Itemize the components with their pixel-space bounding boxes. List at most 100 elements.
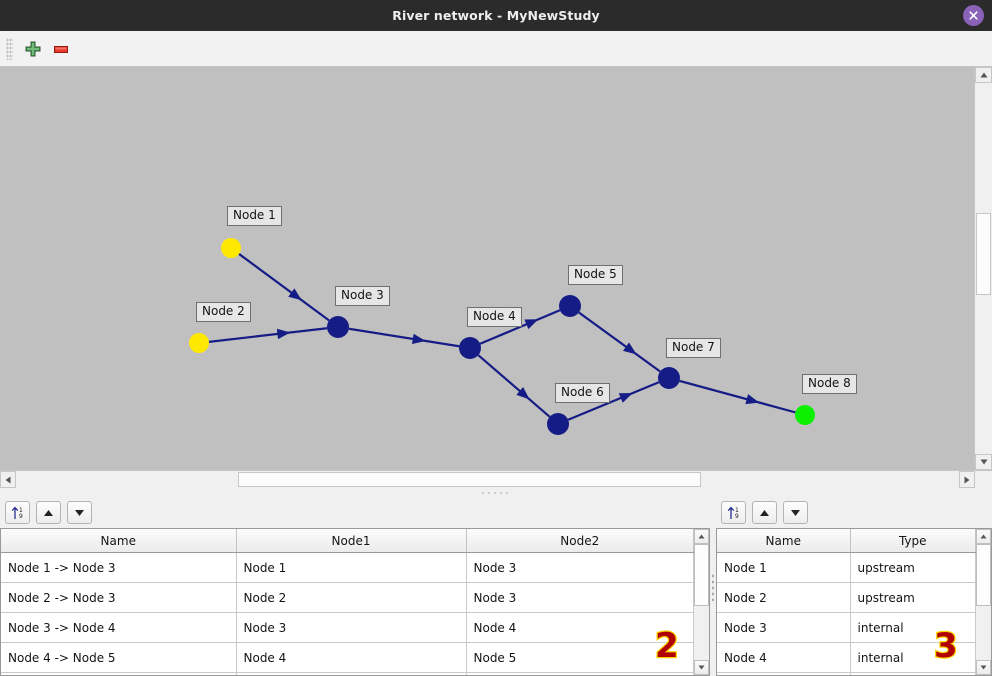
reaches-column-header-node1[interactable]: Node1 — [236, 529, 467, 553]
river-network-diagram[interactable]: Node 1 Node 2 Node 3 Node 4 Node 5 Node 6 Node… — [0, 67, 974, 470]
nodes-move-down-button[interactable] — [783, 501, 808, 524]
nodes-cell-type[interactable]: upstream — [850, 552, 976, 583]
reaches-cell-name[interactable]: Node 3 -> Node 4 — [1, 612, 237, 643]
graph-node-label-n7[interactable]: Node 7 — [666, 338, 721, 358]
remove-node-button[interactable] — [47, 36, 75, 62]
graph-node-n1[interactable] — [221, 238, 241, 258]
graph-node-n2[interactable] — [189, 333, 209, 353]
edge-n7-n8[interactable] — [679, 379, 796, 414]
graph-node-n3[interactable] — [327, 316, 349, 338]
reaches-cell-name[interactable]: Node 2 -> Node 3 — [1, 582, 237, 613]
reaches-vscroll-track[interactable] — [694, 544, 709, 660]
nodes-table-vscrollbar[interactable] — [976, 529, 992, 676]
graph-node-n5[interactable] — [559, 295, 581, 317]
graph-node-label-n1[interactable]: Node 1 — [227, 206, 282, 226]
graph-node-label-n3[interactable]: Node 3 — [335, 286, 390, 306]
reaches-cell-node2[interactable]: Node 3 — [466, 552, 694, 583]
nodes-scroll-up-button[interactable] — [976, 529, 991, 544]
toolbar-grip[interactable] — [6, 37, 13, 60]
edge-n5-n7[interactable] — [578, 311, 661, 373]
nodes-move-up-button[interactable] — [752, 501, 777, 524]
graph-node-n8[interactable] — [795, 405, 815, 425]
reaches-cell-node2[interactable]: Node 5 — [466, 642, 694, 673]
nodes-cell-type[interactable]: upstream — [850, 582, 976, 613]
scroll-up-button[interactable] — [975, 67, 992, 83]
canvas-horizontal-scrollbar[interactable] — [0, 470, 992, 488]
canvas-vscroll-thumb[interactable] — [976, 213, 991, 295]
canvas-hscroll-track[interactable] — [16, 471, 959, 488]
nodes-sort-button[interactable]: 1 9 — [721, 501, 746, 524]
reaches-table-row-empty[interactable] — [1, 672, 694, 675]
nodes-vscroll-thumb[interactable] — [976, 544, 991, 606]
nodes-cell-type[interactable]: internal — [850, 612, 976, 643]
reaches-move-down-button[interactable] — [67, 501, 92, 524]
canvas-vertical-scrollbar[interactable] — [974, 67, 992, 470]
reaches-scroll-up-button[interactable] — [694, 529, 709, 544]
graph-node-label-n8[interactable]: Node 8 — [802, 374, 857, 394]
scroll-down-button[interactable] — [975, 454, 992, 470]
reaches-cell-node1[interactable]: Node 4 — [236, 642, 467, 673]
nodes-cell-name[interactable]: Node 4 — [717, 642, 851, 673]
edge-n4-n5[interactable] — [479, 309, 561, 345]
edge-n4-n6[interactable] — [477, 354, 551, 418]
nodes-cell-name[interactable]: Node 3 — [717, 612, 851, 643]
nodes-cell-name[interactable]: Node 1 — [717, 552, 851, 583]
reaches-cell-node1[interactable]: Node 1 — [236, 552, 467, 583]
nodes-cell-name[interactable]: Node 2 — [717, 582, 851, 613]
reaches-cell-node2[interactable]: Node 3 — [466, 582, 694, 613]
nodes-column-header-type[interactable]: Type — [850, 529, 976, 553]
canvas-hscroll-thumb[interactable] — [238, 472, 701, 487]
close-icon[interactable] — [963, 5, 984, 26]
triangle-down-icon — [980, 665, 987, 670]
reaches-cell-node1[interactable]: Node 2 — [236, 582, 467, 613]
nodes-scroll-down-button[interactable] — [976, 660, 991, 675]
nodes-column-header-name[interactable]: Name — [717, 529, 851, 553]
graph-node-label-n5[interactable]: Node 5 — [568, 265, 623, 285]
graph-node-label-n2[interactable]: Node 2 — [196, 302, 251, 322]
reaches-cell-node2[interactable]: Node 4 — [466, 612, 694, 643]
reaches-column-header-node2[interactable]: Node2 — [466, 529, 694, 553]
reaches-cell-name[interactable]: Node 4 -> Node 5 — [1, 642, 237, 673]
horizontal-splitter[interactable] — [0, 488, 992, 497]
edge-n6-n7[interactable] — [567, 381, 660, 421]
canvas-vscroll-track[interactable] — [975, 83, 992, 454]
graph-node-label-n4[interactable]: Node 4 — [467, 307, 522, 327]
reaches-scroll-down-button[interactable] — [694, 660, 709, 675]
reaches-vscroll-thumb[interactable] — [694, 544, 709, 606]
reaches-cell-node1[interactable]: Node 3 — [236, 612, 467, 643]
graph-node-n4[interactable] — [459, 337, 481, 359]
triangle-down-icon — [75, 509, 84, 516]
reaches-sort-button[interactable]: 1 9 — [5, 501, 30, 524]
nodes-cell-type[interactable]: internal — [850, 642, 976, 673]
graph-node-n7[interactable] — [658, 367, 680, 389]
reaches-table-vscrollbar[interactable] — [694, 529, 710, 676]
vertical-splitter[interactable] — [710, 497, 716, 676]
reaches-column-header-name[interactable]: Name — [1, 529, 237, 553]
nodes-table-row-empty[interactable] — [717, 672, 976, 675]
reaches-move-up-button[interactable] — [36, 501, 61, 524]
edge-n2-n3[interactable] — [208, 327, 328, 343]
scroll-left-button[interactable] — [0, 471, 16, 488]
reaches-cell-name[interactable]: Node 1 -> Node 3 — [1, 552, 237, 583]
graph-node-label-n6[interactable]: Node 6 — [555, 383, 610, 403]
edge-n1-n3[interactable] — [238, 253, 330, 322]
edge-n3-n4[interactable] — [348, 327, 460, 348]
nodes-vscroll-track[interactable] — [976, 544, 991, 660]
scroll-right-button[interactable] — [959, 471, 975, 488]
add-node-button[interactable] — [19, 36, 47, 62]
graph-node-n6[interactable] — [547, 413, 569, 435]
